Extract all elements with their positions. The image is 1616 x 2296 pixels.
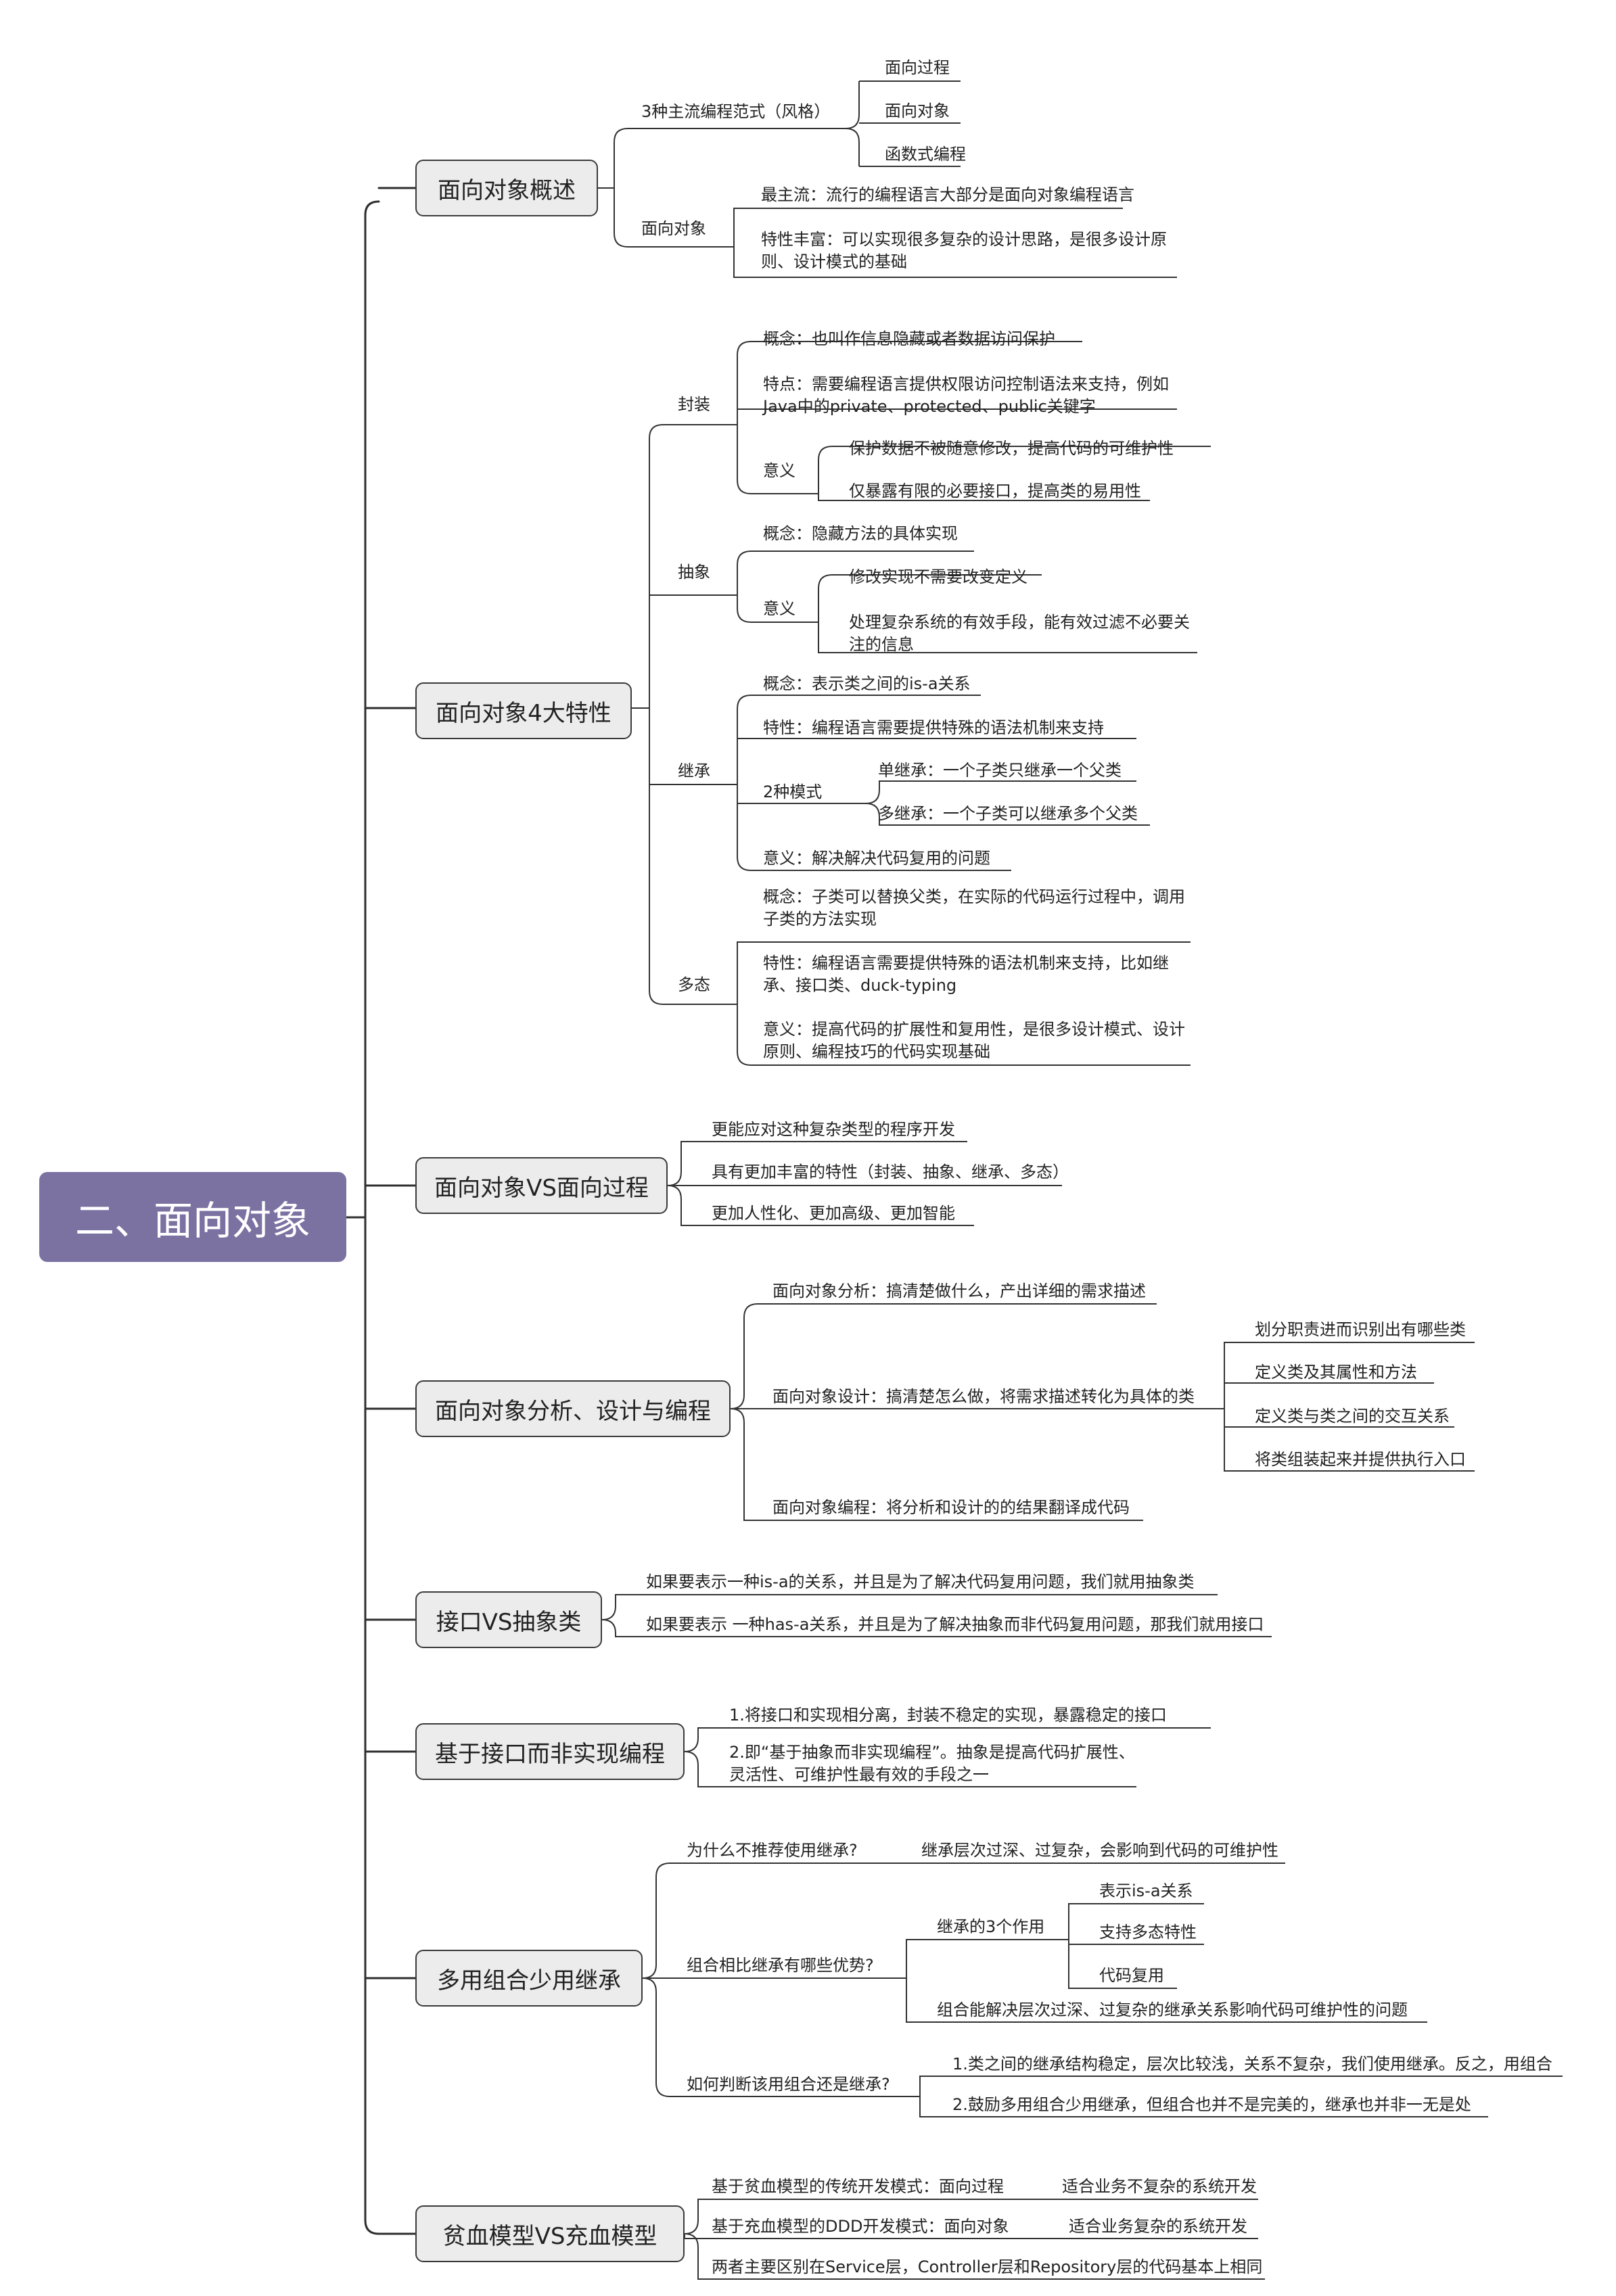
topic-four-features: 面向对象4大特性 [415,682,632,739]
node-how-to-choose: 如何判断该用组合还是继承? [687,2075,890,2094]
topic-interface-vs-abstract: 接口VS抽象类 [415,1591,602,1648]
node-is-a: 如果要表示一种is-a的关系，并且是为了解决代码复用问题，我们就用抽象类 [646,1572,1195,1591]
node-poly-feature: 特性：编程语言需要提供特殊的语法机制来支持，比如继承、接口类、duck-typi… [763,954,1169,995]
node-rich-features: 特性丰富：可以实现很多复杂的设计思路，是很多设计原则、设计模式的基础 [761,230,1167,271]
node-encap-feature: 特点：需要编程语言提供权限访问控制语法来支持，例如Java中的private、p… [763,375,1169,416]
node-role-is-a: 表示is-a关系 [1099,1881,1193,1900]
node-poly-meaning: 意义：提高代码的扩展性和复用性，是很多设计模式、设计原则、编程技巧的代码实现基础 [763,1020,1185,1061]
node-three-roles: 继承的3个作用 [937,1917,1045,1936]
node-oop: 面向对象 [885,101,950,120]
node-why-not-inherit: 为什么不推荐使用继承? [687,1841,858,1860]
node-anemic: 基于贫血模型的传统开发模式：面向过程 [712,2177,1004,2196]
node-ood-1: 划分职责进而识别出有哪些类 [1255,1320,1466,1339]
node-choose-2: 2.鼓励多用组合少用继承，但组合也并不是完美的，继承也并非一无是处 [952,2095,1471,2114]
node-inh-modes: 2种模式 [763,782,823,801]
node-ood-4: 将类组装起来并提供执行入口 [1255,1450,1466,1469]
node-functional: 函数式编程 [885,145,966,164]
node-composition-advantage: 组合相比继承有哪些优势? [687,1956,874,1975]
node-inh-feature: 特性：编程语言需要提供特殊的语法机制来支持 [763,718,1104,737]
node-ood-2: 定义类及其属性和方法 [1255,1363,1417,1382]
node-encapsulation: 封装 [678,395,710,414]
node-has-a: 如果要表示 一种has-a关系，并且是为了解决抽象而非代码复用问题，那我们就用接… [646,1615,1264,1634]
node-oo: 面向对象 [641,219,706,238]
node-separate: 1.将接口和实现相分离，封装不稳定的实现，暴露稳定的接口 [729,1706,1167,1725]
node-humanized: 更加人性化、更加高级、更加智能 [712,1204,955,1223]
node-inh-multiple: 多继承：一个子类可以继承多个父类 [878,804,1138,823]
node-mainstream: 最主流：流行的编程语言大部分是面向对象编程语言 [761,185,1134,204]
topic-oo-overview: 面向对象概述 [415,160,598,216]
node-abstraction: 抽象 [678,563,710,582]
node-difference: 两者主要区别在Service层，Controller层和Repository层的… [712,2257,1263,2276]
node-abs-meaning-1: 修改实现不需要改变定义 [849,567,1028,586]
node-rich-fit: 适合业务复杂的系统开发 [1069,2217,1247,2236]
node-encap-concept: 概念：也叫作信息隐藏或者数据访问保护 [763,329,1055,348]
node-abs-meaning: 意义 [763,599,795,618]
node-encap-meaning: 意义 [763,461,795,480]
node-inh-meaning: 意义：解决解决代码复用的问题 [763,849,990,868]
topic-anemic-vs-rich: 贫血模型VS充血模型 [415,2205,685,2262]
node-ood: 面向对象设计：搞清楚怎么做，将需求描述转化为具体的类 [772,1387,1195,1406]
node-rich-traits: 具有更加丰富的特性（封装、抽象、继承、多态） [712,1163,1069,1181]
node-role-reuse: 代码复用 [1099,1966,1164,1985]
topic-oo-vs-procedural: 面向对象VS面向过程 [415,1157,668,1214]
node-choose-1: 1.类之间的继承结构稳定，层次比较浅，关系不复杂，我们使用继承。反之，用组合 [952,2055,1552,2074]
topic-composition-over-inheritance: 多用组合少用继承 [415,1950,643,2007]
root-topic: 二、面向对象 [39,1172,346,1262]
node-encap-meaning-1: 保护数据不被随意修改，提高代码的可维护性 [849,439,1174,458]
node-poly-concept: 概念：子类可以替换父类，在实际的代码运行过程中，调用子类的方法实现 [763,887,1185,929]
node-polymorphism: 多态 [678,975,710,994]
node-procedural: 面向过程 [885,58,950,77]
node-paradigms: 3种主流编程范式（风格） [641,102,831,121]
node-abs-concept: 概念：隐藏方法的具体实现 [763,524,958,543]
node-abstraction-principle: 2.即“基于抽象而非实现编程”。抽象是提高代码扩展性、灵活性、可维护性最有效的手… [729,1743,1135,1784]
node-inheritance: 继承 [678,762,710,780]
node-encap-meaning-2: 仅暴露有限的必要接口，提高类的易用性 [849,482,1141,500]
node-ood-3: 定义类与类之间的交互关系 [1255,1407,1450,1426]
node-rich: 基于充血模型的DDD开发模式：面向对象 [712,2217,1009,2236]
node-oop-impl: 面向对象编程：将分析和设计的的结果翻译成代码 [772,1498,1130,1517]
node-ooa: 面向对象分析：搞清楚做什么，产出详细的需求描述 [772,1282,1146,1301]
node-complex-dev: 更能应对这种复杂类型的程序开发 [712,1120,955,1139]
node-composition-solves: 组合能解决层次过深、过复杂的继承关系影响代码可维护性的问题 [937,2000,1408,2019]
node-role-polymorphism: 支持多态特性 [1099,1923,1197,1942]
node-anemic-fit: 适合业务不复杂的系统开发 [1062,2177,1257,2196]
topic-program-to-interface: 基于接口而非实现编程 [415,1723,685,1780]
node-inh-single: 单继承：一个子类只继承一个父类 [878,761,1122,780]
topic-ooa-ood-oop: 面向对象分析、设计与编程 [415,1380,731,1437]
node-inh-concept: 概念：表示类之间的is-a关系 [763,674,971,693]
node-abs-meaning-2: 处理复杂系统的有效手段，能有效过滤不必要关注的信息 [849,613,1190,654]
node-deep-hierarchy: 继承层次过深、过复杂，会影响到代码的可维护性 [921,1841,1278,1860]
